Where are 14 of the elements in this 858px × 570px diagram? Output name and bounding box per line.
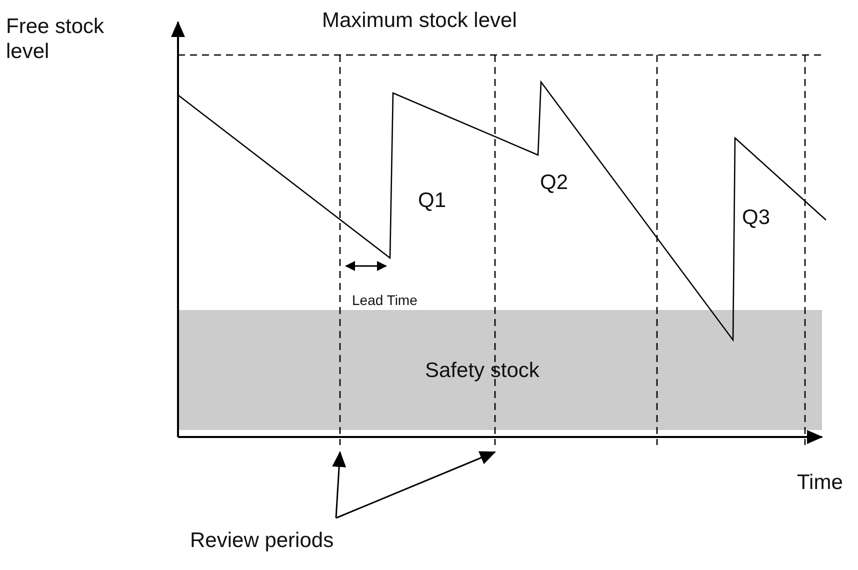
order-quantity-label: Q1 xyxy=(418,188,446,213)
axis-title: Free stock level xyxy=(6,14,106,64)
order-quantity-label: Q2 xyxy=(540,170,568,195)
axis-title: Time xyxy=(797,470,843,495)
band-label: Safety stock xyxy=(425,358,540,383)
lead-time-label: Lead Time xyxy=(352,291,418,310)
safety-stock-band xyxy=(178,310,822,430)
leader-arrow xyxy=(332,451,346,518)
chart-title: Maximum stock level xyxy=(322,8,517,33)
review-period-line xyxy=(494,55,496,445)
leader-arrow xyxy=(336,451,496,519)
review-period-line xyxy=(339,55,341,445)
callout-text: Review periods xyxy=(190,528,334,553)
order-quantity-label: Q3 xyxy=(742,205,770,230)
